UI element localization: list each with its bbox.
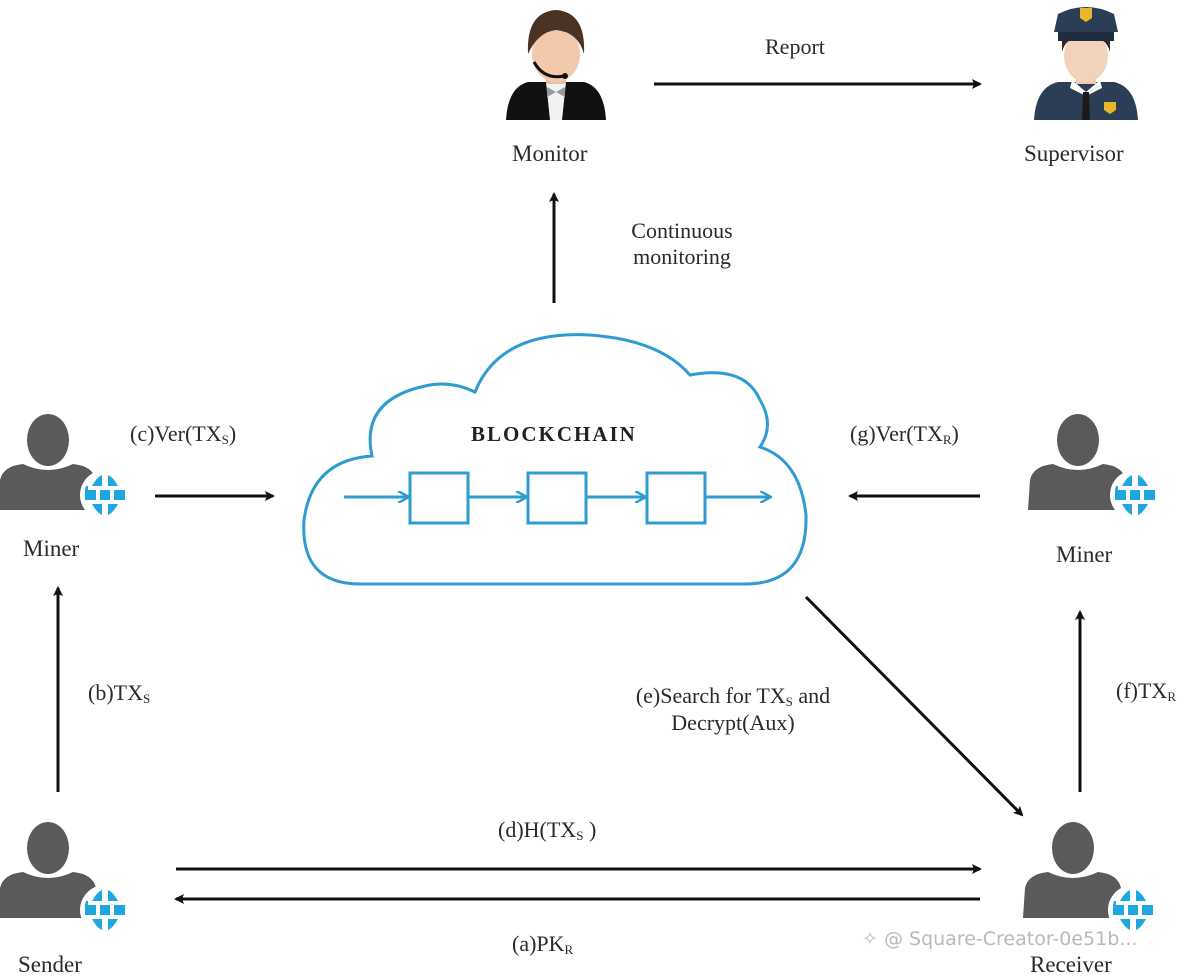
receiver-icon: [1023, 822, 1158, 935]
label-subscript: S: [576, 828, 584, 843]
label-text: (g)Ver(TX: [850, 421, 943, 446]
sender-label: Sender: [18, 952, 82, 977]
label-text: (f)TX: [1116, 678, 1168, 703]
blockchain-title: BLOCKCHAIN: [471, 422, 637, 446]
supervisor-label: Supervisor: [1024, 141, 1124, 166]
monitor-icon: [506, 10, 606, 120]
supervisor-icon: [1034, 7, 1138, 120]
label-subscript: S: [221, 432, 229, 447]
label-e-line2: Decrypt(Aux): [671, 709, 795, 735]
blockchain-cloud: [302, 333, 808, 586]
label-text: (a)PK: [512, 931, 565, 956]
watermark: ✧ @ Square-Creator-0e51b...: [862, 928, 1137, 950]
label-text: and: [792, 683, 831, 708]
label-text: ): [228, 421, 237, 446]
report-label: Report: [765, 34, 825, 59]
watermark-text: @ Square-Creator-0e51b...: [883, 928, 1138, 950]
label-subscript: R: [1167, 689, 1176, 704]
label-f-tx-receiver: (f)TXR: [1116, 678, 1176, 705]
label-text: (c)Ver(TX: [130, 421, 222, 446]
label-subscript: R: [564, 942, 574, 957]
label-text: ): [583, 817, 597, 842]
label-text: (e)Search for TX: [635, 683, 786, 708]
monitoring-label: Continuous monitoring: [612, 218, 752, 271]
sender-icon: [0, 822, 130, 935]
label-text: (b)TX: [88, 680, 143, 705]
label-a-public-key: (a)PKR: [512, 931, 573, 958]
monitoring-label-line1: Continuous: [631, 218, 733, 243]
label-g-verify-receiver: (g)Ver(TXR): [850, 421, 959, 448]
receiver-label: Receiver: [1030, 952, 1112, 977]
label-subscript: R: [942, 432, 952, 447]
miner-left-label: Miner: [23, 536, 80, 561]
monitor-label: Monitor: [512, 141, 588, 166]
label-text: (d)H(TX: [498, 817, 577, 842]
label-e-line1: (e)Search for TXS and: [598, 683, 868, 710]
watermark-logo-icon: ✧: [862, 928, 878, 950]
miner-right-icon: [1028, 414, 1160, 520]
label-e-search-decrypt: (e)Search for TXS and Decrypt(Aux): [598, 683, 868, 736]
label-subscript: S: [142, 691, 151, 706]
miner-right-label: Miner: [1056, 542, 1113, 567]
label-d-hash-tx: (d)H(TXS ): [498, 817, 596, 844]
block-chain: [344, 471, 770, 525]
label-b-tx-sender: (b)TXS: [88, 680, 150, 707]
search-decrypt-arrow: [804, 595, 1024, 817]
label-subscript: S: [785, 694, 793, 709]
label-text: ): [951, 421, 959, 446]
label-c-verify-sender: (c)Ver(TXS): [130, 421, 236, 448]
miner-left-icon: [0, 414, 130, 520]
monitoring-label-line2: monitoring: [633, 244, 731, 270]
